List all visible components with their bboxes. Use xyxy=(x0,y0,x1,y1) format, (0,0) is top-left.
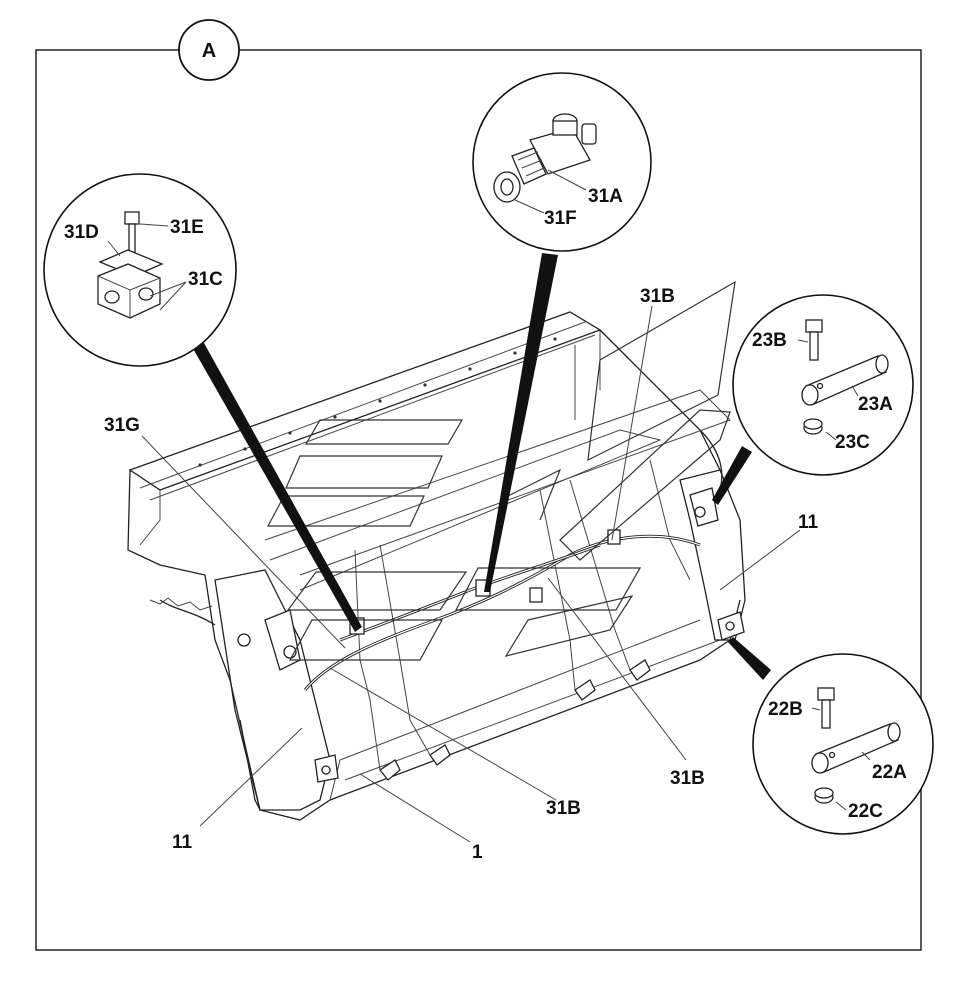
label-1: 1 xyxy=(472,842,483,863)
overlay-shapes xyxy=(267,280,736,661)
label-31a: 31A xyxy=(588,186,623,207)
label-31g: 31G xyxy=(104,415,140,436)
view-tag: A xyxy=(178,19,240,81)
label-11-right: 11 xyxy=(798,512,819,533)
label-22c: 22C xyxy=(848,801,883,822)
label-23a: 23A xyxy=(858,394,893,415)
label-11-left: 11 xyxy=(172,832,193,853)
label-31c: 31C xyxy=(188,269,223,290)
label-31d: 31D xyxy=(64,222,99,243)
label-22b: 22B xyxy=(768,699,803,720)
callout-pin-23: 23B 23A 23C xyxy=(732,294,914,476)
bucket-assembly xyxy=(127,311,746,821)
label-23c: 23C xyxy=(835,432,870,453)
figure-frame xyxy=(35,49,922,951)
callout-fitting: 31A 31F xyxy=(472,72,652,252)
callout-pin-22: 22B 22A 22C xyxy=(752,653,934,835)
label-23b: 23B xyxy=(752,330,787,351)
leader-wedges xyxy=(191,253,771,680)
label-31b-bottom: 31B xyxy=(546,798,581,819)
main-leaders: 31B 31G 11 31B 31B 11 1 xyxy=(104,286,819,863)
label-22a: 22A xyxy=(872,762,907,783)
callout-clamp: 31E 31D 31C xyxy=(43,173,237,367)
view-tag-label: A xyxy=(202,40,216,62)
label-31b-top: 31B xyxy=(640,286,675,307)
label-31e: 31E xyxy=(170,217,204,238)
label-31b-mid: 31B xyxy=(670,768,705,789)
label-31f: 31F xyxy=(544,208,577,229)
